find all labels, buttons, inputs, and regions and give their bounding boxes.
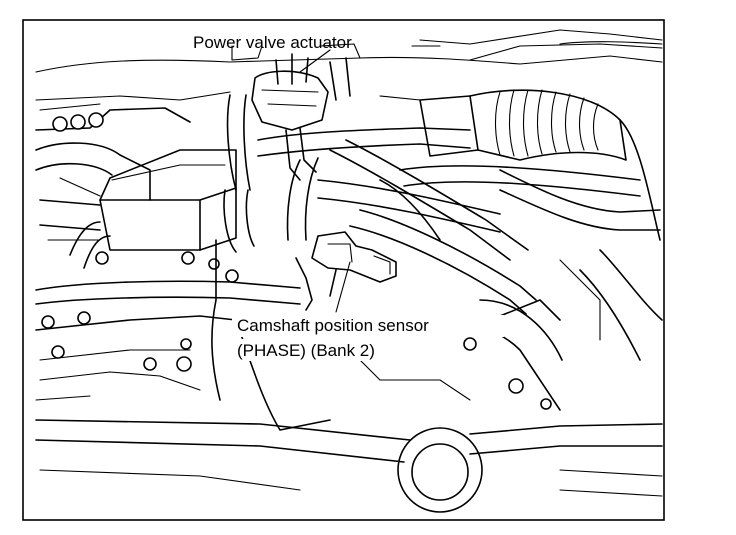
figure-frame bbox=[22, 19, 665, 521]
callout-power-valve-actuator: Power valve actuator bbox=[193, 33, 441, 73]
callout-camshaft-sensor: Camshaft position sensor (PHASE) (Bank 2… bbox=[232, 261, 504, 361]
engine-linework bbox=[35, 29, 663, 513]
label-power-valve-actuator: Power valve actuator bbox=[193, 33, 352, 52]
label-camshaft-sensor-line2: (PHASE) (Bank 2) bbox=[237, 341, 375, 360]
leader-line-power-valve bbox=[299, 45, 441, 73]
label-camshaft-sensor-line1: Camshaft position sensor bbox=[237, 316, 429, 335]
leader-line-camshaft-sensor bbox=[335, 261, 351, 313]
